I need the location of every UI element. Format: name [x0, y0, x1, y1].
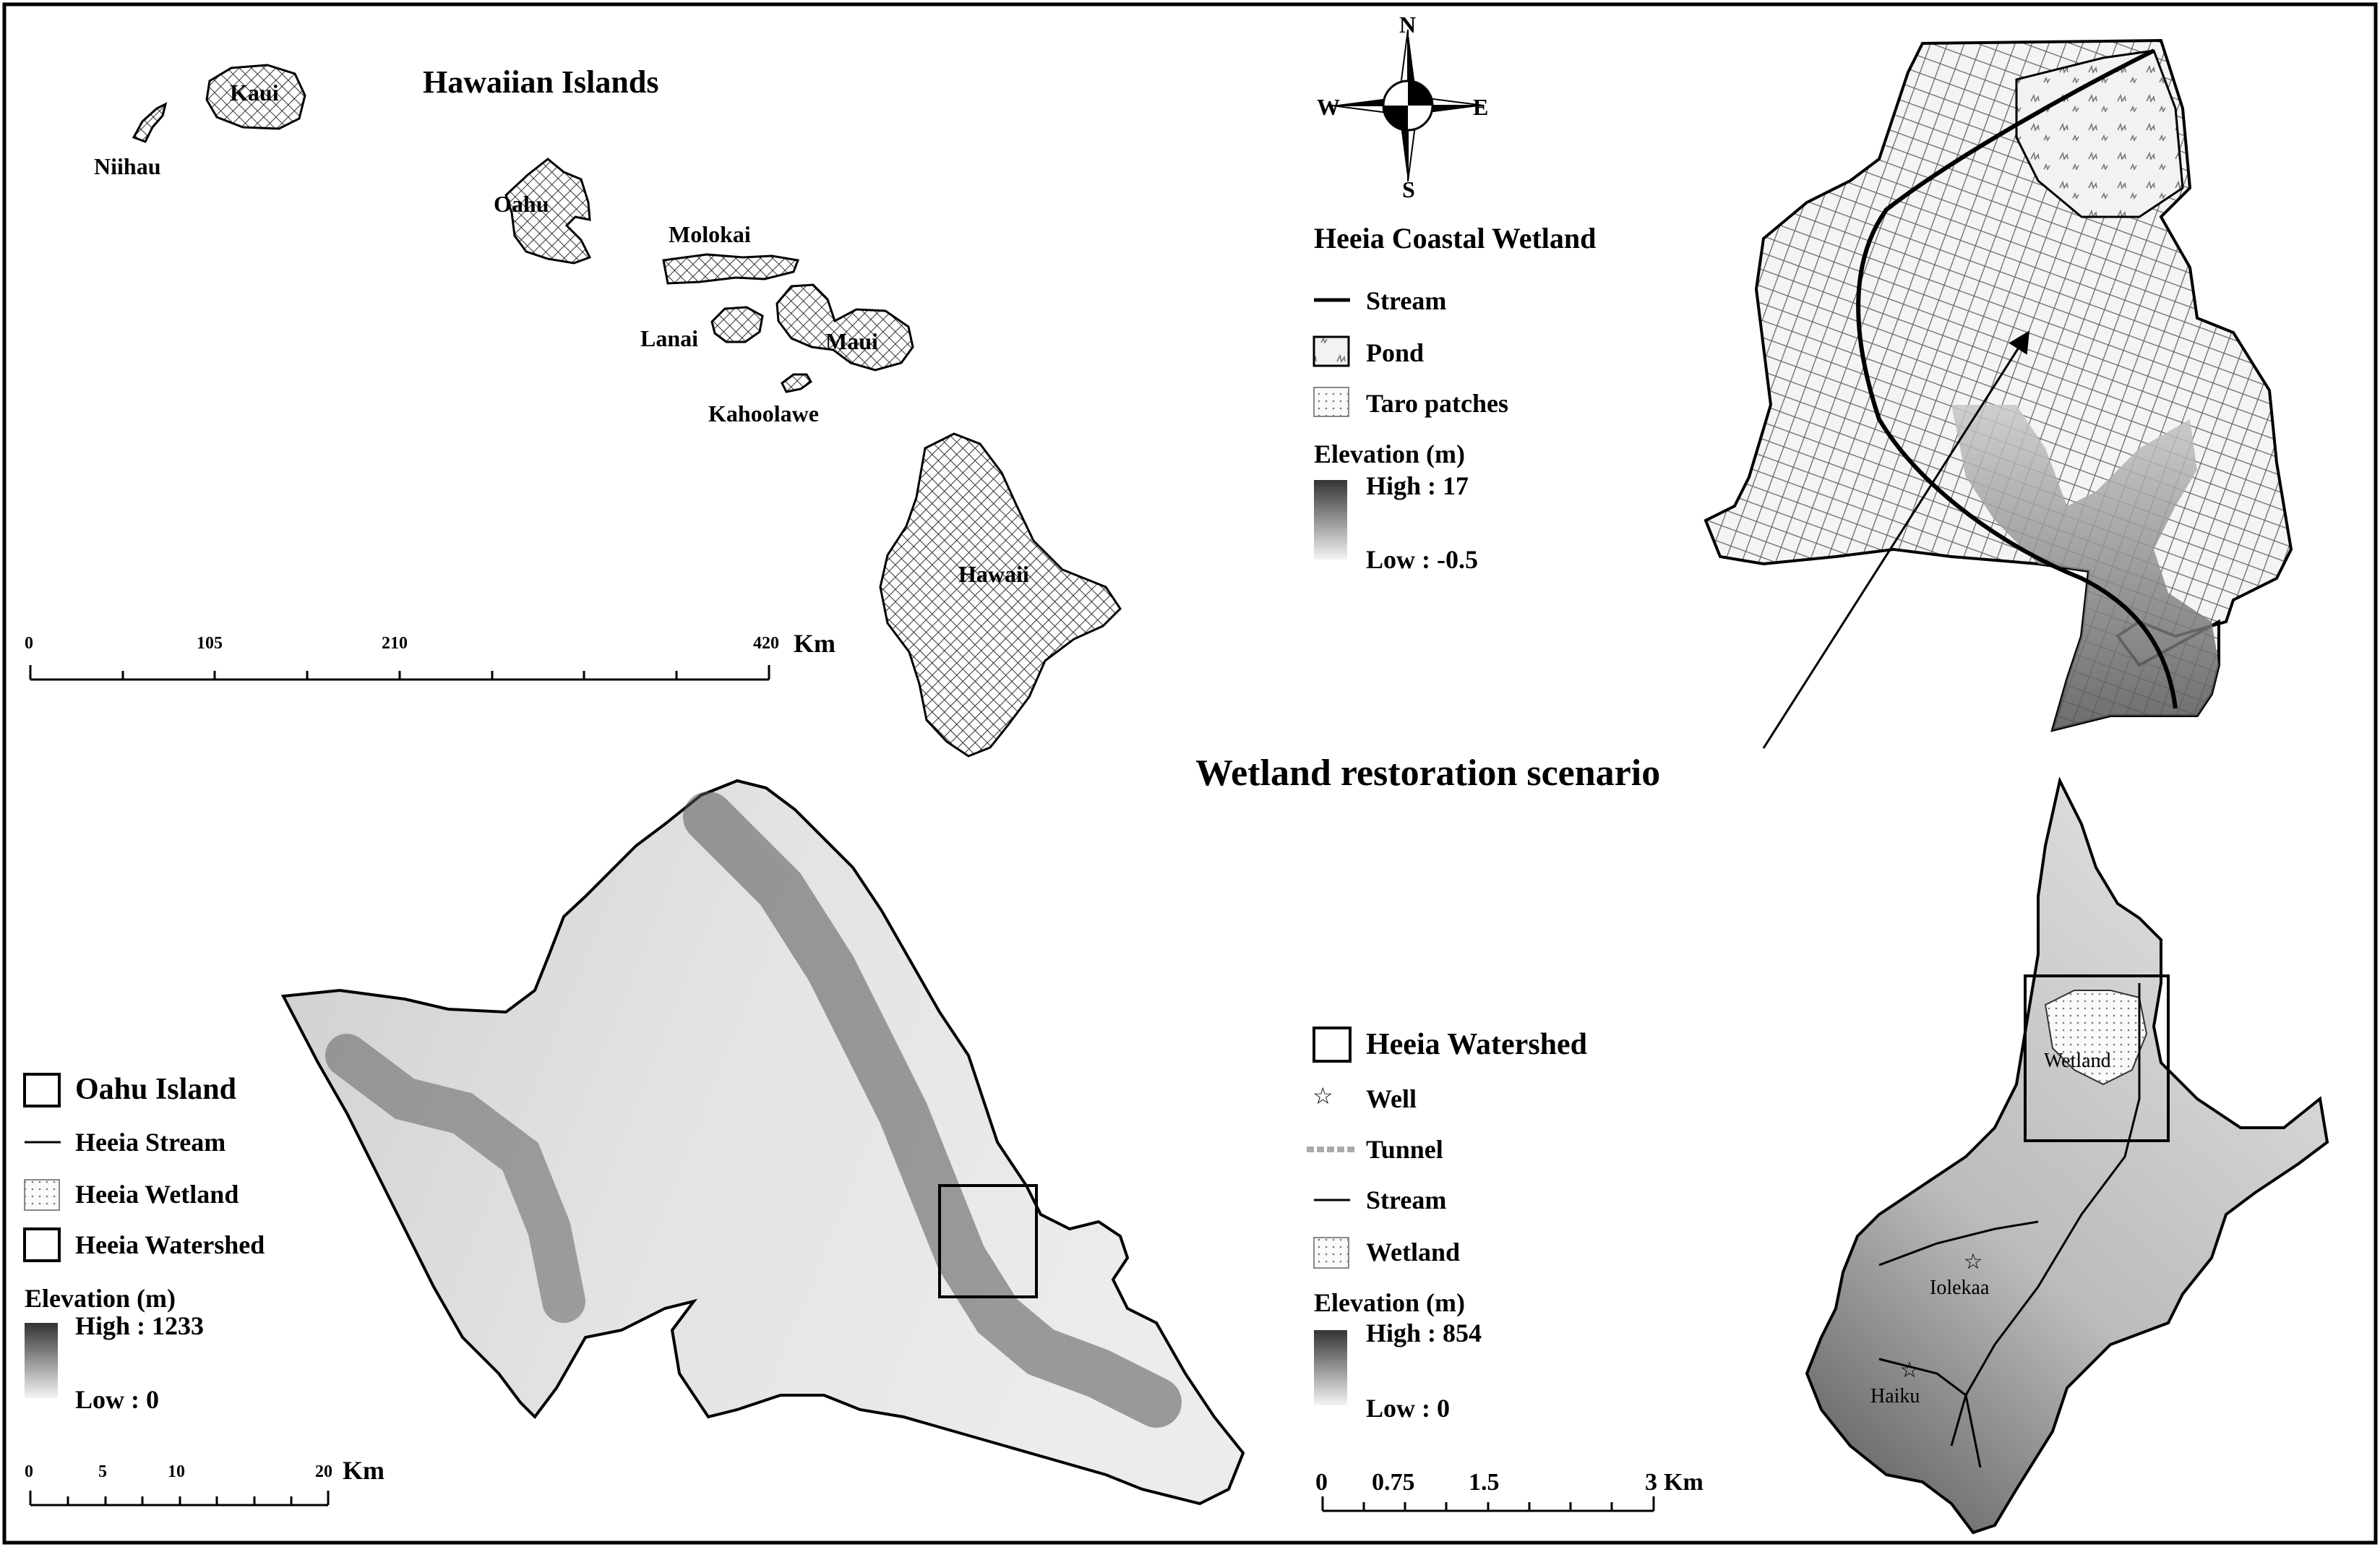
wetland-detail-map [1704, 38, 2293, 749]
ws-elevation-low: Low : 0 [1366, 1394, 1450, 1423]
island-label-kahoolawe: Kahoolawe [708, 400, 819, 427]
oahu-scale-unit: Km [343, 1456, 385, 1485]
waianae-ridge [325, 1034, 585, 1323]
ws-legend-wetland: Wetland [1366, 1238, 1461, 1267]
ws-scale-unit: Km [1664, 1469, 1704, 1496]
hawaii-scale-tick-0: 0 [25, 634, 33, 653]
oahu-elevation-high: High : 1233 [75, 1311, 205, 1340]
ws-legend-stream: Stream [1366, 1186, 1447, 1214]
hawaiian-islands-map [132, 64, 1122, 758]
watershed-scale-bar [1321, 1496, 1655, 1512]
wetland-elevation-low: Low : -0.5 [1366, 545, 1478, 574]
koolau-ridge [683, 792, 1182, 1428]
compass-s: S [1402, 176, 1415, 202]
compass-n: N [1399, 12, 1417, 38]
compass-rose-icon [1331, 29, 1485, 182]
wetland-legend-symbols [1313, 298, 1350, 560]
oahu-scale-tick-5: 5 [98, 1462, 107, 1481]
wetland-elevation-high: High : 17 [1366, 471, 1469, 500]
iolekaa-star: ☆ [1964, 1249, 1983, 1274]
hawaii-scale-tick-420: 420 [753, 634, 779, 653]
kauai-shape [205, 64, 306, 130]
lanai-shape [710, 306, 764, 343]
kahoolawe-shape [781, 373, 812, 393]
island-label-lanai: Lanai [640, 325, 699, 351]
compass-e: E [1473, 94, 1489, 120]
niihau-shape [132, 102, 168, 143]
maui-shape [776, 283, 914, 372]
ws-elevation-title: Elevation (m) [1314, 1288, 1465, 1317]
watershed-map: ☆ ☆ [1805, 776, 2329, 1535]
place-label-haiku: Haiku [1870, 1385, 1920, 1407]
annotation-arrow [1762, 330, 2030, 749]
oahu-scale-tick-20: 20 [315, 1462, 332, 1481]
place-label-wetland: Wetland [2044, 1050, 2111, 1072]
island-label-oahu: Oahu [494, 191, 549, 217]
island-label-molokai: Molokai [669, 221, 751, 247]
heeia-stream [1856, 48, 2178, 709]
island-label-hawaii: Hawaii [958, 561, 1029, 587]
molokai-shape [662, 253, 800, 285]
wetland-legend-stream: Stream [1366, 286, 1447, 315]
ws-scale-tick-3: 3 [1645, 1469, 1657, 1496]
wetland-legend-taro: Taro patches [1366, 389, 1509, 418]
restoration-annotation: Wetland restoration scenario [1195, 753, 1661, 794]
island-label-maui: Maui [825, 328, 878, 354]
haiku-star: ☆ [1900, 1358, 1920, 1383]
ws-legend-tunnel: Tunnel [1366, 1135, 1443, 1164]
oahu-legend-oahu-island: Oahu Island [75, 1073, 236, 1106]
oahu-legend-heeia-wetland: Heeia Wetland [75, 1180, 239, 1209]
hawaii-map-title: Hawaiian Islands [423, 64, 659, 100]
well-star-icon: ☆ [1313, 1082, 1333, 1110]
oahu-legend-heeia-watershed: Heeia Watershed [75, 1230, 265, 1259]
ws-scale-tick-15: 1.5 [1469, 1469, 1500, 1496]
oahu-scale-tick-10: 10 [168, 1462, 185, 1481]
ws-legend-well: Well [1366, 1084, 1417, 1113]
oahu-scale-tick-0: 0 [25, 1462, 33, 1481]
wetland-legend-pond: Pond [1366, 338, 1425, 367]
oahu-map [280, 779, 1245, 1506]
ws-scale-tick-075: 0.75 [1372, 1469, 1415, 1496]
oahu-elevation-low: Low : 0 [75, 1385, 159, 1414]
heeia-watershed-box [938, 1184, 1038, 1298]
pond-area [2015, 49, 2184, 218]
wetland-box [2024, 974, 2170, 1142]
hawaii-scale-unit: Km [794, 629, 835, 658]
oahu-scale-bar [29, 1491, 330, 1507]
watershed-legend-symbols [1307, 1027, 1357, 1405]
wetland-elevation-title: Elevation (m) [1314, 440, 1465, 468]
hawaii-scale-tick-105: 105 [197, 634, 223, 653]
place-label-iolekaa: Iolekaa [1930, 1277, 1990, 1299]
ws-scale-tick-0: 0 [1315, 1469, 1328, 1496]
watershed-outline [1805, 776, 2329, 1535]
island-label-kauai: Kaui [230, 80, 279, 106]
wetland-legend-title: Heeia Coastal Wetland [1314, 222, 1597, 254]
ws-elevation-high: High : 854 [1366, 1319, 1482, 1347]
oahu-elevation-title: Elevation (m) [25, 1284, 176, 1313]
oahu-legend-heeia-stream: Heeia Stream [75, 1128, 226, 1157]
hawaii-shape [879, 432, 1122, 758]
low-elevation-zone [1951, 405, 2219, 730]
oahu-shape [504, 158, 592, 265]
hawaii-scale-tick-210: 210 [382, 634, 408, 653]
oahu-legend-symbols [23, 1073, 61, 1398]
hawaii-scale-bar [29, 665, 770, 681]
island-label-niihau: Niihau [94, 153, 161, 179]
ws-legend-heeia-watershed: Heeia Watershed [1366, 1028, 1588, 1061]
compass-w: W [1317, 94, 1340, 120]
